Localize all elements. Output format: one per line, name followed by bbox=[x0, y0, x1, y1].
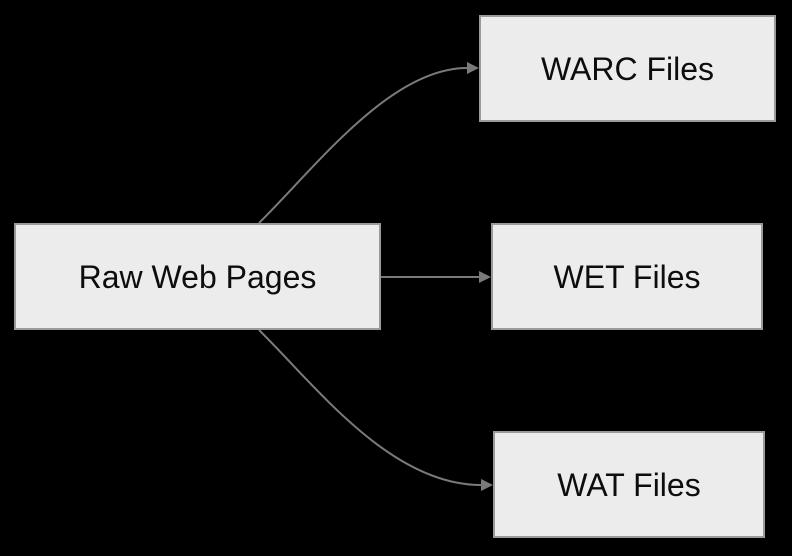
node-raw-web-pages: Raw Web Pages bbox=[14, 223, 381, 330]
node-wet-files: WET Files bbox=[491, 223, 763, 330]
edge-raw-to-wat bbox=[258, 329, 493, 491]
node-label-warc-files: WARC Files bbox=[540, 50, 715, 87]
edge-raw-to-warc bbox=[258, 62, 479, 224]
node-label-wat-files: WAT Files bbox=[557, 466, 701, 503]
node-wat-files: WAT Files bbox=[493, 431, 765, 538]
node-label-raw-web-pages: Raw Web Pages bbox=[78, 258, 317, 295]
node-label-wet-files: WET Files bbox=[553, 258, 701, 295]
node-warc-files: WARC Files bbox=[479, 15, 776, 122]
